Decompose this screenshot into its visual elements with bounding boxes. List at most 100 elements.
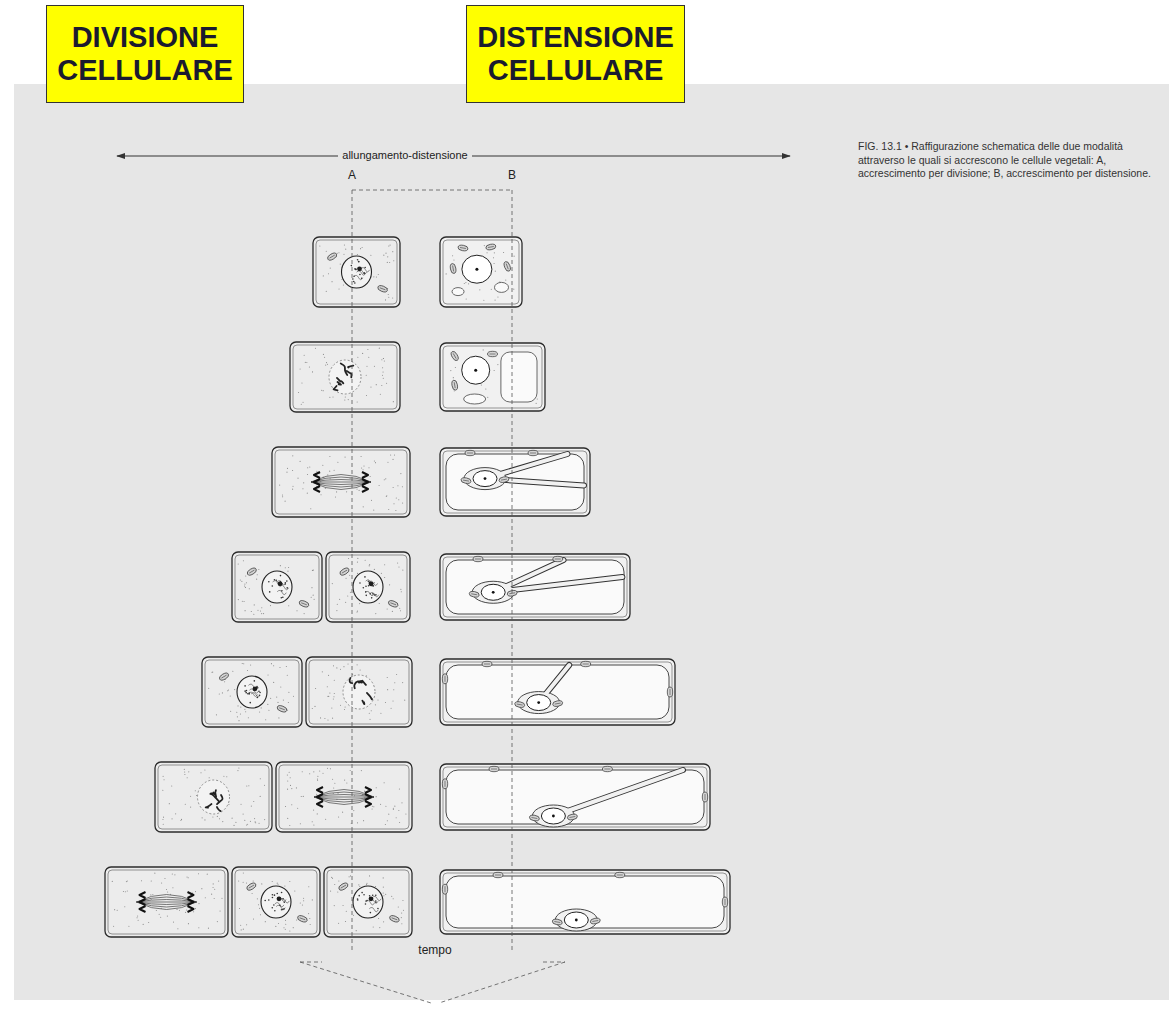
plastid-line <box>380 288 386 290</box>
chromosome <box>362 701 364 705</box>
chromosome <box>217 807 221 811</box>
cytoplasm-dot <box>323 390 324 391</box>
cytoplasm-dot <box>188 923 189 924</box>
plastid <box>667 687 672 697</box>
dividing-cell <box>313 237 400 307</box>
cytoplasm-dot <box>150 894 151 895</box>
cytoplasm-dot <box>169 803 170 804</box>
cytoplasm-dot <box>536 403 537 404</box>
cytoplasm-dot <box>326 362 327 363</box>
cytoplasm-dot <box>271 663 272 664</box>
dividing-cell <box>290 342 400 412</box>
cytoplasm-dot <box>180 820 181 821</box>
nucleus <box>564 912 588 928</box>
plastid-body <box>450 263 457 274</box>
cytoplasm-dot <box>494 263 495 264</box>
nucleolus <box>575 919 578 922</box>
plastid-line <box>555 559 561 560</box>
plastid-body <box>493 872 503 877</box>
chromatin-dot <box>281 892 283 894</box>
cytoplasm-dot <box>362 469 363 470</box>
plastid-body <box>276 705 287 713</box>
cytoplasm-dot <box>337 462 338 463</box>
cytoplasm-dot <box>402 900 403 901</box>
cytoplasm-dot <box>291 804 292 805</box>
plastid-line <box>484 664 490 665</box>
cytoplasm-dot <box>257 574 258 575</box>
cell-wall <box>306 657 412 727</box>
cytoplasm-dot <box>127 890 128 891</box>
cell-wall <box>105 867 228 937</box>
dividing-cell <box>306 657 412 727</box>
cytoplasm-dot <box>289 772 290 773</box>
cytoplasm-dot <box>317 779 318 780</box>
cytoplasm-dot <box>159 914 160 915</box>
plastid-body <box>529 814 540 821</box>
cytoplasm-dot <box>367 349 368 350</box>
plastid-line <box>705 794 706 800</box>
plastid <box>297 915 308 923</box>
cytoplasm-dot <box>287 780 288 781</box>
cell-wall <box>440 237 522 307</box>
nucleolus <box>278 581 283 586</box>
cytoplasm-dot <box>513 289 514 290</box>
cytoplasm-dot <box>259 908 260 909</box>
cytoplasm-dot <box>357 254 358 255</box>
cytoplasm-dot <box>361 770 362 771</box>
cytoplasm-dot <box>385 824 386 825</box>
plastid-line <box>279 708 285 710</box>
chromatin-thread <box>369 907 378 911</box>
plastid <box>602 766 612 771</box>
cytoplasm-dot <box>212 672 213 673</box>
spindle-fibre <box>137 902 197 903</box>
cytoplasm-dot <box>334 884 335 885</box>
cytoplasm-dot <box>362 353 363 354</box>
cytoplasm-dot <box>201 888 202 889</box>
cytoplasm-dot <box>342 812 343 813</box>
cytoplasm-dot <box>328 273 329 274</box>
cytoplasm-dot <box>380 394 381 395</box>
cytoplasm-dot <box>263 613 264 614</box>
cytoplasm-dot <box>393 689 394 690</box>
chromatin-dot <box>371 597 373 599</box>
cytoplasm-dot <box>503 252 504 253</box>
cytoplasm-dot <box>237 770 238 771</box>
cytoplasm-dot <box>332 718 333 719</box>
cytoplasm-dot <box>247 670 248 671</box>
plastid-line <box>300 918 306 920</box>
spindle-fibre <box>314 797 374 798</box>
chromatin-dot <box>254 680 256 682</box>
cytoplasm-dot <box>195 908 196 909</box>
cytoplasm-dot <box>282 496 283 497</box>
cytoplasm-dot <box>377 699 378 700</box>
cytoplasm-dot <box>198 927 199 928</box>
chromatin-thread <box>277 897 286 901</box>
chromosome <box>210 794 219 801</box>
cytoplasm-dot <box>329 471 330 472</box>
chromatin-dot <box>365 595 367 597</box>
chromatin-thread <box>366 901 375 905</box>
plastid-body <box>473 556 483 561</box>
cytoplasm-dot <box>322 465 323 466</box>
chromatin-dot <box>352 278 354 280</box>
cytoplasm-strand <box>485 454 568 479</box>
vacuole <box>446 454 584 510</box>
cytoplasm-dot <box>514 256 515 257</box>
nucleolus <box>537 701 540 704</box>
cytoplasm-dot <box>222 692 223 693</box>
cytoplasm-dot <box>327 768 328 769</box>
cytoplasm-dot <box>483 349 484 350</box>
cytoplasm-dot <box>167 891 168 892</box>
cytoplasm-dot <box>327 364 328 365</box>
cytoplasm-dot <box>387 462 388 463</box>
box-title: DIVISIONE CELLULARE <box>47 21 243 87</box>
cytoplasm-dot <box>246 582 247 583</box>
cytoplasm-dot <box>485 388 486 389</box>
cytoplasm-dot <box>387 689 388 690</box>
cytoplasm-dot <box>497 364 498 365</box>
cytoplasm-dot <box>309 918 310 919</box>
chromatin-dot <box>274 894 276 896</box>
cytoplasm-dot <box>172 887 173 888</box>
cytoplasm-dot <box>400 610 401 611</box>
cytoplasm-dot <box>187 777 188 778</box>
